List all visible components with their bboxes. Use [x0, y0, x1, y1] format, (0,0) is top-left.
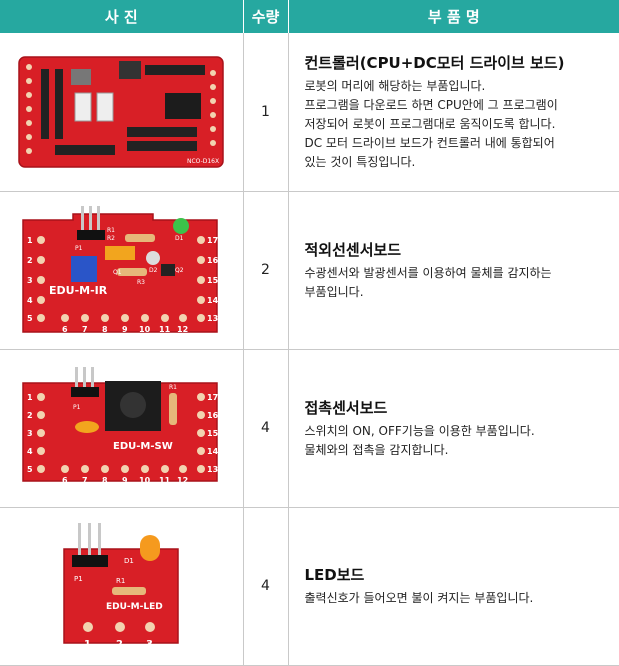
qty-cell: 4: [243, 349, 289, 508]
board-label: NCO-D16X: [187, 158, 219, 165]
photo-cell: EDU-M-IR 1 2 3 4 5 6 7 8 9 10 11: [0, 191, 244, 350]
pin-label: 13: [207, 314, 218, 323]
pin-label: 4: [27, 296, 33, 305]
header-name: 부 품 명: [288, 0, 619, 33]
pin-label: 12: [177, 325, 188, 334]
pin-label: 2: [116, 639, 123, 650]
pin-label: 15: [207, 429, 219, 438]
pin-label: 10: [139, 325, 151, 334]
pin-label: 2: [27, 411, 33, 420]
qty-cell: 2: [243, 191, 289, 350]
board-label: EDU-M-IR: [49, 284, 108, 297]
header-qty: 수량: [243, 0, 289, 33]
part-description: 로봇의 머리에 해당하는 부품입니다. 프로그램을 다운로드 하면 CPU안에 …: [304, 78, 558, 169]
part-description: 수광센서와 발광센서를 이용하여 물체를 감지하는 부품입니다.: [304, 265, 552, 299]
board-label: EDU-M-SW: [113, 441, 173, 452]
photo-cell: EDU-M-LED 1 2 3 D1 R1 P1: [0, 507, 244, 666]
part-label: P1: [74, 575, 83, 583]
desc-cell: LED보드 출력신호가 들어오면 불이 켜지는 부품입니다.: [288, 507, 619, 666]
pin-label: 7: [82, 325, 88, 334]
table-row: EDU-M-SW 1 2 3 4 5 6 7 8 9 10 11: [0, 349, 619, 508]
part-label: D2: [149, 267, 158, 274]
controller-board-image: NCO-D16X: [18, 56, 224, 168]
pin-label: 8: [102, 476, 108, 485]
table-row: EDU-M-LED 1 2 3 D1 R1 P1 4: [0, 507, 619, 666]
part-label: R1: [169, 384, 177, 391]
part-title: 접촉센서보드: [304, 398, 388, 417]
part-description: 출력신호가 들어오면 불이 켜지는 부품입니다.: [304, 591, 534, 605]
part-label: R3: [137, 279, 145, 286]
pin-label: 12: [177, 476, 188, 485]
pin-label: 1: [27, 393, 33, 402]
pin-label: 17: [207, 236, 218, 245]
pin-label: 2: [27, 256, 33, 265]
part-label: P1: [73, 404, 81, 411]
part-label: R1: [107, 227, 115, 234]
part-label: D1: [175, 235, 184, 242]
table-row: NCO-D16X 1 컨트롤러(CPU+DC모터 드라이브 보드) 로봇의 머리…: [0, 33, 619, 192]
pin-label: 9: [122, 476, 128, 485]
led-board-image: EDU-M-LED 1 2 3 D1 R1 P1: [63, 523, 179, 650]
pin-label: 9: [122, 325, 128, 334]
photo-cell: NCO-D16X: [0, 33, 244, 192]
part-label: P1: [75, 245, 83, 252]
part-title: 적외선센서보드: [304, 240, 402, 259]
pin-label: 16: [207, 411, 219, 420]
header-photo: 사 진: [0, 0, 244, 33]
pin-label: 1: [27, 236, 33, 245]
qty-cell: 4: [243, 507, 289, 666]
pin-label: 14: [207, 447, 219, 456]
desc-cell: 접촉센서보드 스위치의 ON, OFF기능을 이용한 부품입니다. 물체와의 접…: [288, 349, 619, 508]
pin-label: 13: [207, 465, 218, 474]
part-title: 컨트롤러(CPU+DC모터 드라이브 보드): [304, 53, 565, 72]
pin-label: 14: [207, 296, 219, 305]
pin-label: 8: [102, 325, 108, 334]
touch-sensor-board-image: EDU-M-SW 1 2 3 4 5 6 7 8 9 10 11: [22, 367, 219, 485]
part-title: LED보드: [304, 566, 365, 584]
pin-label: 4: [27, 447, 33, 456]
pin-label: 6: [62, 476, 68, 485]
pin-label: 11: [159, 476, 171, 485]
pin-label: 17: [207, 393, 218, 402]
pin-label: 7: [82, 476, 88, 485]
desc-cell: 컨트롤러(CPU+DC모터 드라이브 보드) 로봇의 머리에 해당하는 부품입니…: [288, 33, 619, 192]
table-row: EDU-M-IR 1 2 3 4 5 6 7 8 9 10 11: [0, 191, 619, 350]
pin-label: 5: [27, 314, 33, 323]
part-label: R2: [107, 235, 115, 242]
pin-label: 16: [207, 256, 219, 265]
pin-label: 3: [146, 639, 153, 650]
header-row: 사 진 수량 부 품 명: [0, 0, 619, 33]
pin-label: 15: [207, 276, 219, 285]
part-label: Q2: [175, 267, 184, 274]
part-label: Q1: [113, 269, 122, 276]
photo-cell: EDU-M-SW 1 2 3 4 5 6 7 8 9 10 11: [0, 349, 244, 508]
part-description: 스위치의 ON, OFF기능을 이용한 부품입니다. 물체와의 접촉을 감지합니…: [304, 423, 535, 457]
pin-label: 3: [27, 276, 33, 285]
part-label: R1: [116, 577, 125, 585]
board-label: EDU-M-LED: [106, 602, 163, 612]
part-label: D1: [124, 557, 134, 565]
pin-label: 3: [27, 429, 33, 438]
pin-label: 6: [62, 325, 68, 334]
qty-cell: 1: [243, 33, 289, 192]
pin-label: 5: [27, 465, 33, 474]
ir-sensor-board-image: EDU-M-IR 1 2 3 4 5 6 7 8 9 10 11: [22, 206, 219, 334]
pin-label: 11: [159, 325, 171, 334]
pin-label: 1: [84, 639, 91, 650]
pin-label: 10: [139, 476, 151, 485]
desc-cell: 적외선센서보드 수광센서와 발광센서를 이용하여 물체를 감지하는 부품입니다.: [288, 191, 619, 350]
